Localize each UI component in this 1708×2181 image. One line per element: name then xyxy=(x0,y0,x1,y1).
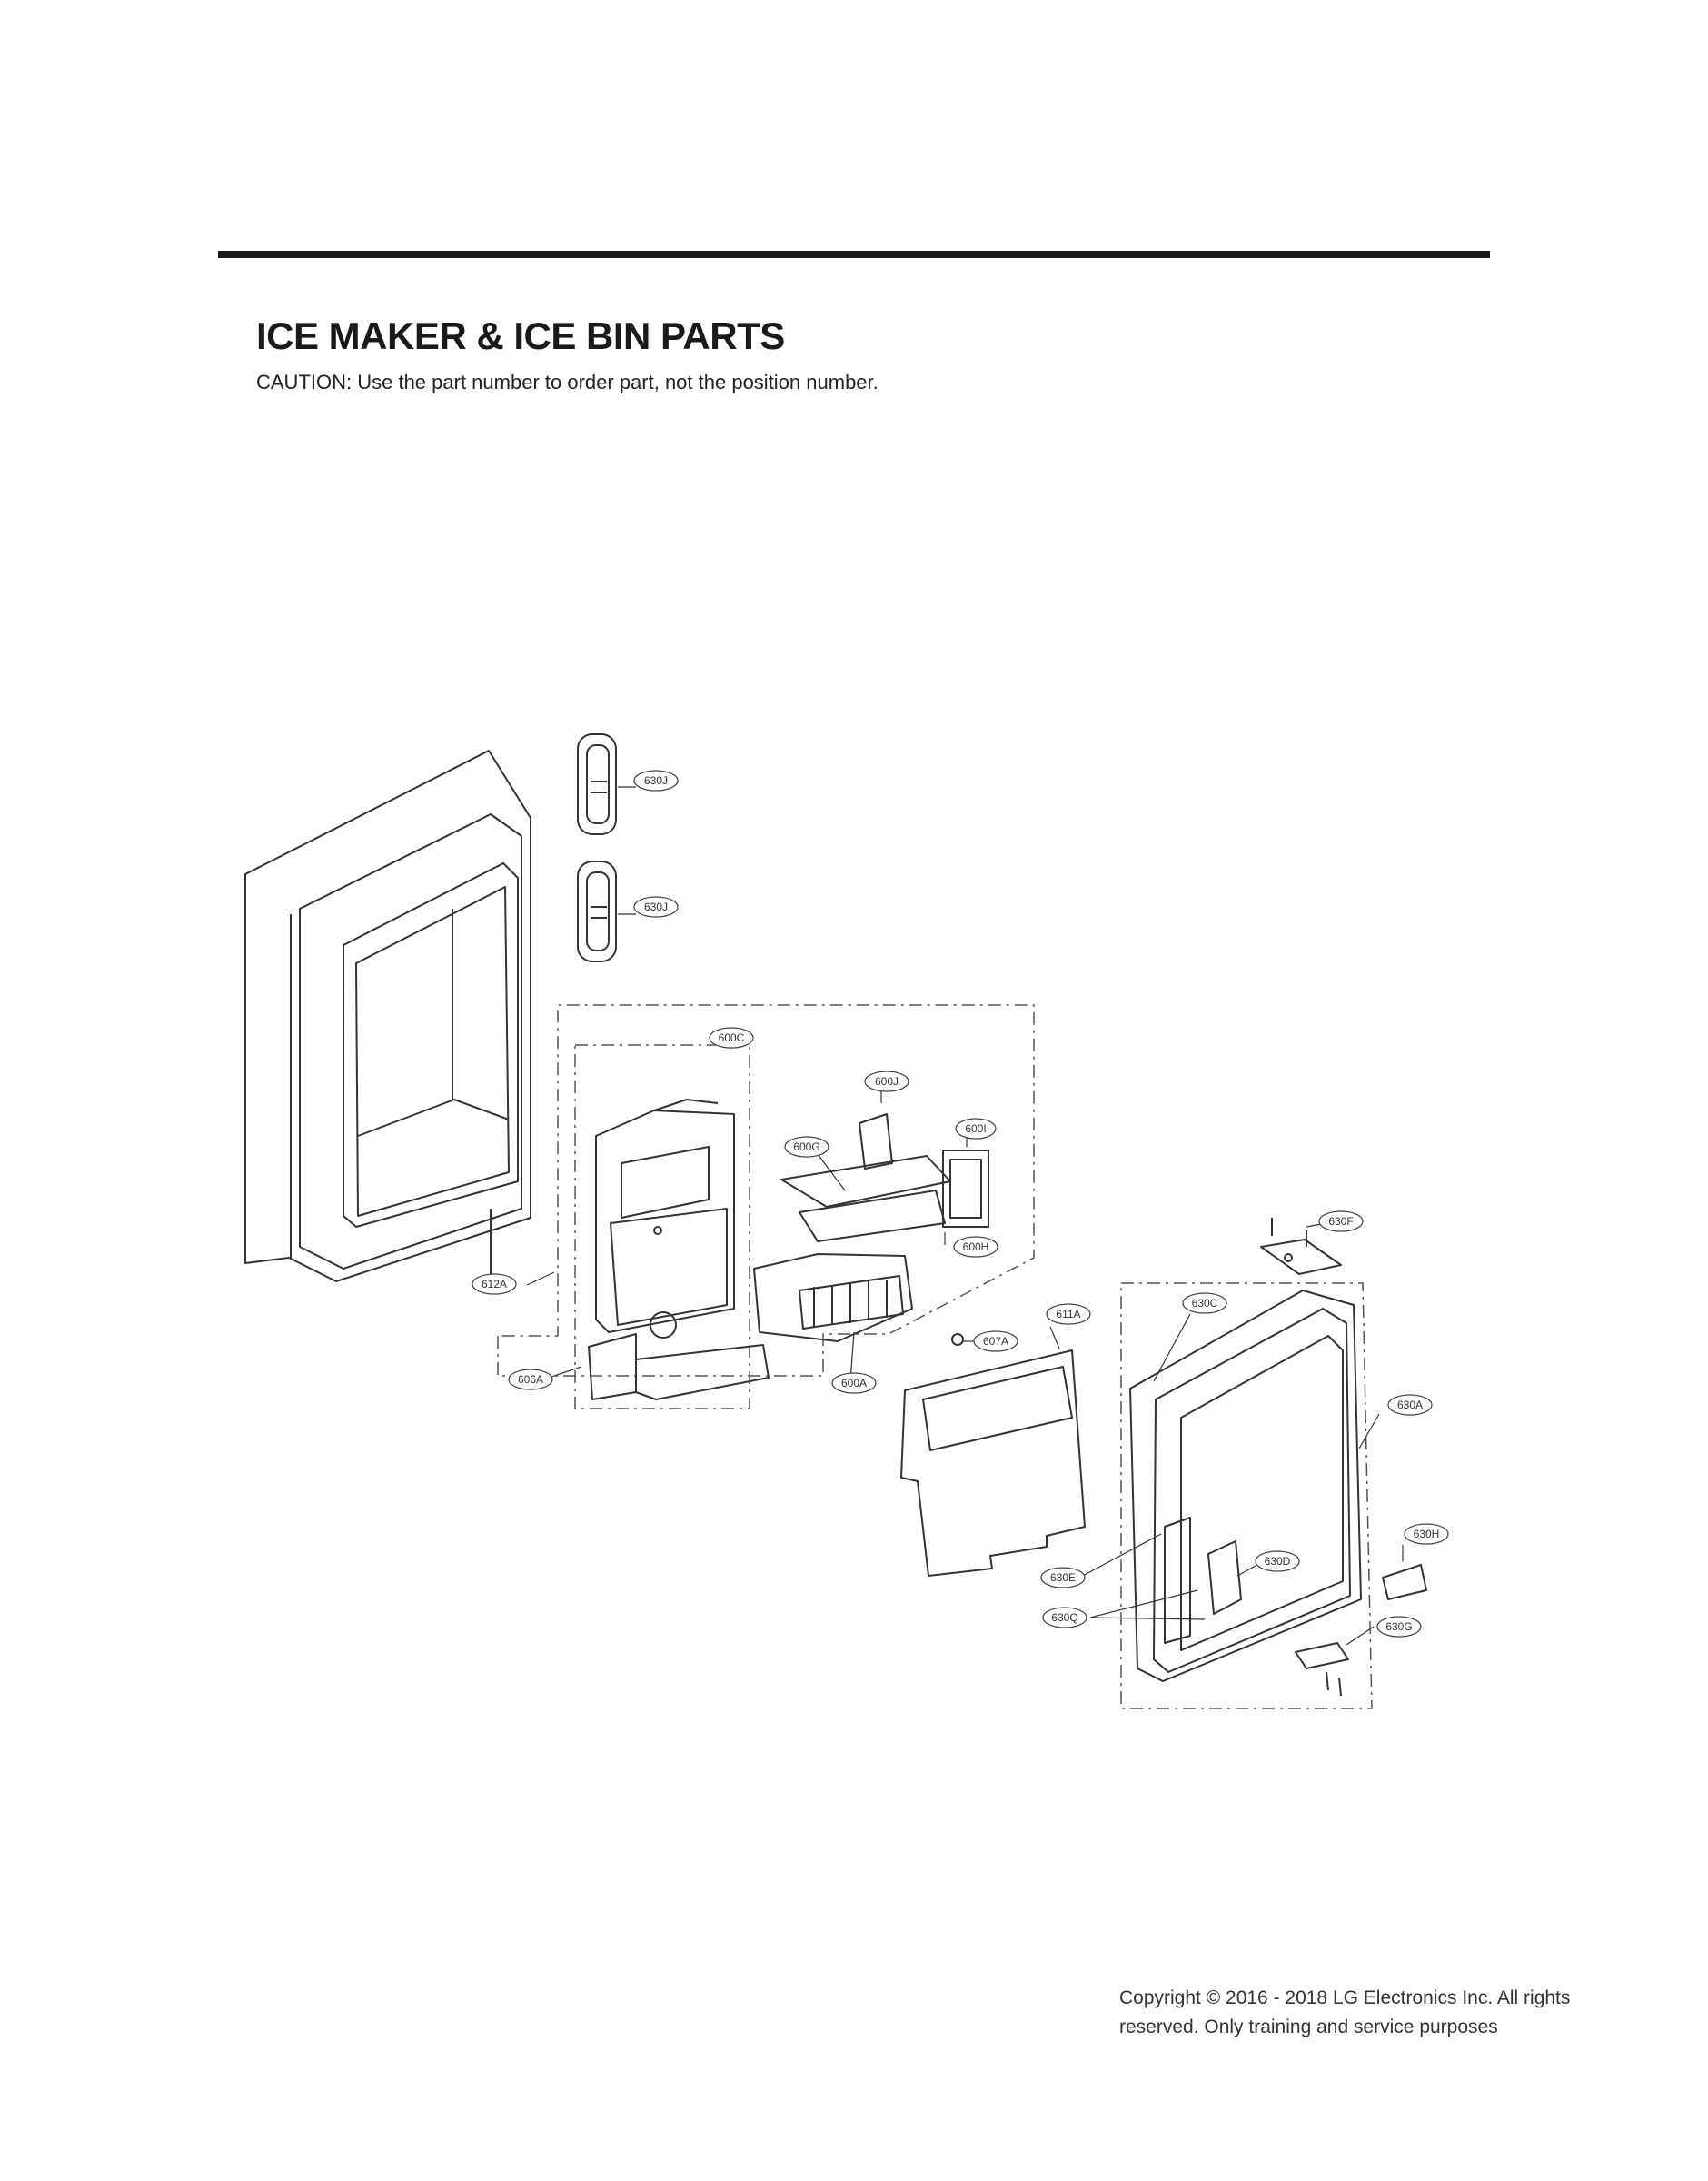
ice-bin-cover-611a xyxy=(900,1349,1086,1577)
svg-text:600H: 600H xyxy=(963,1240,989,1253)
svg-text:600G: 600G xyxy=(793,1140,819,1153)
callout-630j-lower: 630J xyxy=(633,896,679,918)
svg-text:606A: 606A xyxy=(518,1373,543,1386)
callout-600c: 600C xyxy=(709,1027,754,1049)
header-rule xyxy=(218,251,1490,258)
ice-maker-housing-600c xyxy=(588,1099,770,1400)
svg-text:630J: 630J xyxy=(644,901,668,913)
svg-text:630J: 630J xyxy=(644,774,668,787)
svg-text:630A: 630A xyxy=(1397,1399,1423,1411)
ice-maker-600a xyxy=(753,1253,913,1342)
callout-600h: 600H xyxy=(953,1236,998,1258)
callout-607a: 607A xyxy=(973,1330,1018,1352)
svg-text:600J: 600J xyxy=(875,1075,899,1088)
filter-pad-600i xyxy=(942,1150,989,1228)
callout-600g: 600G xyxy=(784,1136,829,1158)
callout-630j-upper: 630J xyxy=(633,770,679,792)
svg-text:630Q: 630Q xyxy=(1051,1611,1077,1624)
screw-607a xyxy=(951,1333,964,1346)
callout-600i: 600I xyxy=(955,1118,997,1140)
svg-text:630G: 630G xyxy=(1385,1620,1412,1633)
callout-630e: 630E xyxy=(1040,1567,1086,1588)
callout-630c: 630C xyxy=(1182,1292,1227,1314)
svg-text:600A: 600A xyxy=(841,1377,867,1389)
gasket-630j-lower xyxy=(577,861,617,962)
assembly-boundary xyxy=(497,1004,1373,1709)
page-title: ICE MAKER & ICE BIN PARTS xyxy=(256,314,785,357)
callout-630h: 630H xyxy=(1404,1523,1449,1545)
svg-text:630H: 630H xyxy=(1414,1528,1440,1540)
callout-612a: 612A xyxy=(472,1273,517,1295)
hinge-630f xyxy=(1260,1218,1342,1275)
svg-text:630C: 630C xyxy=(1192,1297,1218,1310)
callout-600a: 600A xyxy=(831,1372,877,1394)
callout-630q: 630Q xyxy=(1042,1607,1087,1628)
svg-text:630F: 630F xyxy=(1328,1215,1353,1228)
svg-text:607A: 607A xyxy=(983,1335,1008,1348)
callout-630g: 630G xyxy=(1376,1616,1422,1638)
caution-note: CAUTION: Use the part number to order pa… xyxy=(256,371,879,393)
door-panel xyxy=(244,750,531,1290)
gasket-630j-upper xyxy=(577,733,617,835)
copyright-notice: Copyright © 2016 - 2018 LG Electronics I… xyxy=(1119,1987,1571,2037)
callout-600j: 600J xyxy=(864,1071,909,1092)
callout-630a: 630A xyxy=(1387,1394,1433,1416)
svg-text:612A: 612A xyxy=(482,1278,507,1290)
svg-text:630E: 630E xyxy=(1050,1571,1076,1584)
svg-text:630D: 630D xyxy=(1265,1555,1291,1568)
callout-630d: 630D xyxy=(1255,1550,1300,1572)
hinge-630g xyxy=(1295,1642,1349,1697)
svg-text:600C: 600C xyxy=(719,1031,745,1044)
callout-630f: 630F xyxy=(1318,1210,1364,1232)
bracket-600j xyxy=(859,1113,893,1170)
stopper-630h xyxy=(1382,1564,1427,1600)
svg-text:611A: 611A xyxy=(1056,1308,1080,1320)
callout-606a: 606A xyxy=(508,1369,553,1390)
callout-611a: 611A xyxy=(1046,1303,1091,1325)
ice-bin-door-630a xyxy=(1129,1290,1362,1682)
svg-text:600I: 600I xyxy=(965,1122,986,1135)
